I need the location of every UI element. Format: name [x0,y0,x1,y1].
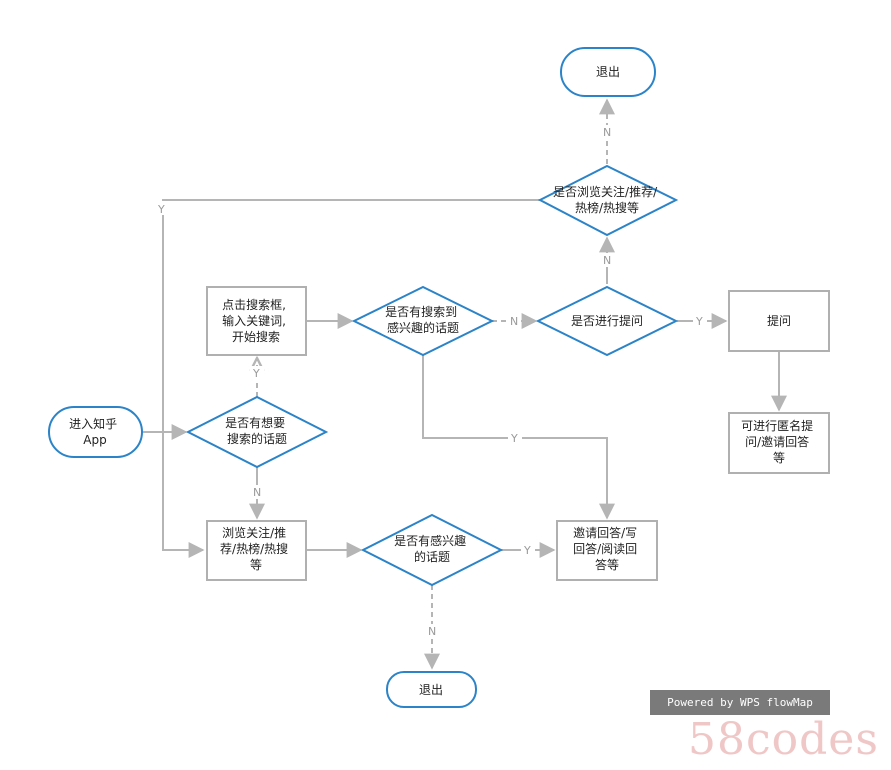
label-interested-yes: Y [523,544,531,557]
label-search-found-yes: Y [510,432,518,445]
node-interested: 是否有感兴趣 的话题 [360,513,504,587]
node-invite-answer: 邀请回答/写 回答/阅读回 答等 [556,520,658,581]
node-click-search: 点击搜索框, 输入关键词, 开始搜索 [206,286,307,356]
node-ask-label: 提问 [767,313,791,328]
edge-browse-check-to-browse-feed [162,199,540,558]
watermark-site: 58codes [688,714,879,765]
node-search-found-label: 是否有搜索到 感兴趣的话题 [385,304,461,335]
node-exit-bottom: 退出 [386,671,477,708]
node-enter-app-label: 进入知乎 App [69,417,121,447]
node-ask-check: 是否进行提问 [535,285,679,357]
node-enter-app: 进入知乎 App [48,406,143,458]
label-want-search-no: N [253,486,261,499]
node-want-search-label: 是否有想要 搜索的话题 [225,415,289,446]
label-ask-check-yes: Y [695,315,703,328]
label-browse-yes: Y [157,203,165,216]
label-search-found-no: N [510,315,518,328]
node-want-search: 是否有想要 搜索的话题 [185,395,329,469]
node-exit-bottom-label: 退出 [419,683,443,697]
node-ask-check-label: 是否进行提问 [571,313,643,328]
node-browse-feed: 浏览关注/推 荐/热榜/热搜 等 [206,520,307,581]
watermark-bar: Powered by WPS flowMap [650,690,830,715]
label-want-search-yes: Y [252,367,260,380]
node-search-found: 是否有搜索到 感兴趣的话题 [351,285,495,357]
node-interested-label: 是否有感兴趣 的话题 [394,533,470,564]
node-ask: 提问 [728,290,830,352]
node-browse-check: 是否浏览关注/推荐/ 热榜/热搜等 [537,164,679,237]
node-exit-top-label: 退出 [596,65,620,79]
label-ask-check-no: N [603,254,611,267]
node-anonymous-label: 可进行匿名提 问/邀请回答 等 [741,418,817,465]
label-interested-no: N [428,625,436,638]
edge-labels: Y Y N N Y N N Y Y N [153,125,707,638]
node-browse-check-label: 是否浏览关注/推荐/ 热榜/热搜等 [553,184,661,215]
node-browse-feed-label: 浏览关注/推 荐/热榜/热搜 等 [220,525,292,572]
node-exit-top: 退出 [560,47,656,97]
label-browse-check-no: N [603,126,611,139]
node-click-search-label: 点击搜索框, 输入关键词, 开始搜索 [222,297,290,344]
node-invite-answer-label: 邀请回答/写 回答/阅读回 答等 [573,525,641,572]
node-anonymous: 可进行匿名提 问/邀请回答 等 [728,412,830,474]
edges [142,98,787,670]
